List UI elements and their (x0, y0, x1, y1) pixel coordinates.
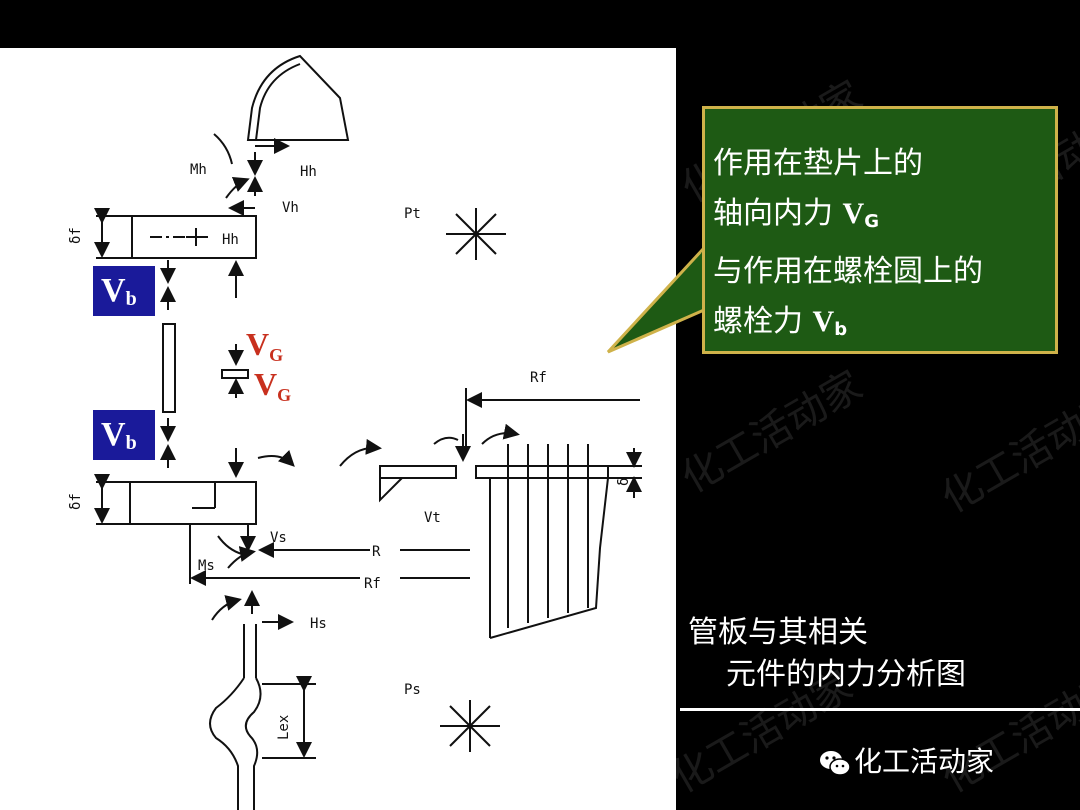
watermark: 化工活动家 (673, 362, 871, 503)
label-delta-right: δ (616, 478, 632, 486)
label-Hs: Hs (310, 616, 327, 632)
top-head-shell (246, 54, 350, 141)
label-Ps: Ps (404, 682, 421, 698)
force-diagram: Mh Hh Vh Hh Pt Rf Vt Vs Ms R Rf Hs Ps Le… (68, 54, 642, 810)
gasket-element (221, 369, 249, 379)
expansion-joint-inner (244, 677, 262, 810)
top-bar (0, 0, 1080, 48)
tubesheet-right-segment (475, 465, 609, 479)
tubesheet-curve (489, 477, 609, 639)
label-R: R (372, 544, 381, 560)
label-delta-f-top: δf (68, 227, 84, 244)
caption-rule (680, 708, 1080, 711)
gasket-column (162, 323, 176, 413)
callout-line-3: 与作用在螺栓圆上的 (713, 254, 983, 289)
label-Vt: Vt (424, 510, 441, 526)
tag-vb-bottom: Vb (93, 410, 155, 460)
callout-pointer (606, 244, 707, 354)
label-Lex: Lex (276, 715, 292, 740)
caption-line-1: 管板与其相关 (688, 615, 868, 650)
label-vg-bottom: VG (254, 366, 292, 405)
label-Mh: Mh (190, 162, 207, 178)
tag-vb-top: Vb (93, 266, 155, 316)
pressure-star-top (446, 208, 506, 260)
pressure-star-bottom (440, 700, 500, 752)
label-Hh-top: Hh (300, 164, 317, 180)
caption: 管板与其相关 元件的内力分析图 (688, 612, 966, 696)
top-head-inner (255, 63, 301, 141)
label-Vs: Vs (270, 530, 287, 546)
label-Ms: Ms (198, 558, 215, 574)
caption-line-2: 元件的内力分析图 (726, 657, 966, 692)
label-Rf-top: Rf (530, 370, 547, 386)
expansion-joint-outer (209, 677, 245, 810)
label-Pt: Pt (404, 206, 421, 222)
watermark: 化工活动家 (933, 382, 1080, 523)
tubesheet-left-segment (379, 465, 457, 479)
label-Vh: Vh (282, 200, 299, 216)
label-Hh-plate: Hh (222, 232, 239, 248)
wechat-icon (820, 751, 851, 776)
label-vg-top: VG (246, 326, 284, 365)
callout-line-1: 作用在垫片上的 (713, 146, 923, 181)
callout-line-2: 轴向内力 VG (713, 196, 879, 232)
callout-line-4: 螺栓力 Vb (713, 304, 848, 340)
brand-name: 化工活动家 (854, 745, 995, 778)
callout-box: 作用在垫片上的 轴向内力 VG 与作用在螺栓圆上的 螺栓力 Vb (702, 106, 1058, 354)
label-delta-f-bottom: δf (68, 493, 84, 510)
label-Rf-bottom: Rf (364, 576, 381, 592)
bottom-flange-plate (129, 481, 257, 525)
